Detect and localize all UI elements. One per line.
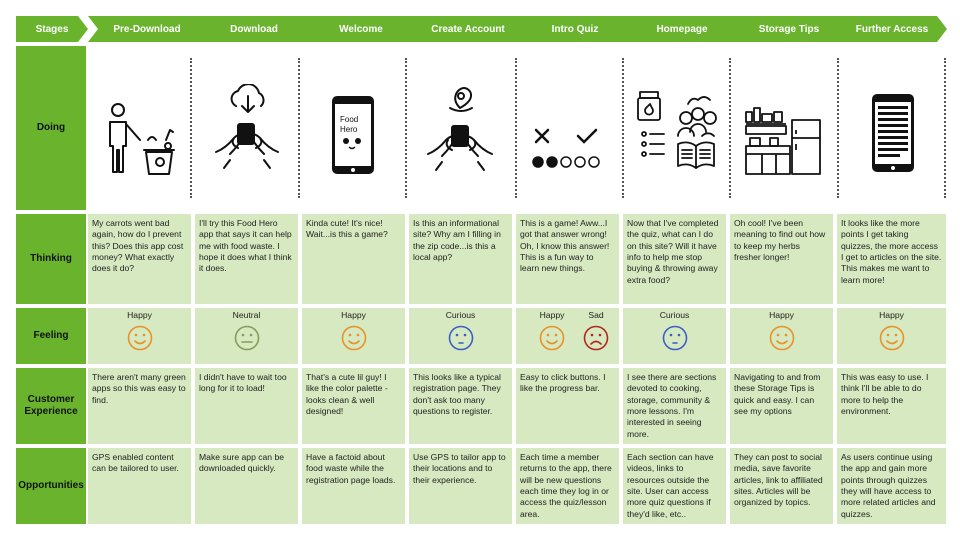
stage-intro-quiz: Intro Quiz — [516, 16, 634, 42]
feeling-cell — [837, 308, 946, 364]
stage-storage-tips: Storage Tips — [730, 16, 848, 42]
stage-download: Download — [195, 16, 313, 42]
divider — [515, 58, 517, 198]
experience-cell: Easy to click buttons. I like the progre… — [516, 368, 619, 444]
stages-header: Stages — [16, 16, 88, 42]
feeling-cell — [195, 308, 298, 364]
opportunity-cell: Make sure app can be downloaded quickly. — [195, 448, 298, 524]
opportunity-cell: Use GPS to tailor app to their locations… — [409, 448, 512, 524]
thinking-cell: My carrots went bad again, how do I prev… — [88, 214, 191, 304]
experience-cell: This was easy to use. I think I'll be ab… — [837, 368, 946, 444]
phone-download-icon — [215, 84, 279, 169]
opportunity-cell: Each time a member returns to the app, t… — [516, 448, 619, 524]
phone-location-icon — [427, 87, 493, 171]
thinking-cell: Kinda cute! It's nice! Wait...is this a … — [302, 214, 405, 304]
row-label-customer-experience: Customer Experience — [16, 368, 86, 444]
sad-face-icon — [583, 325, 609, 351]
divider — [622, 58, 624, 198]
thinking-cell: Oh cool! I've been meaning to find out h… — [730, 214, 833, 304]
row-label-feeling: Feeling — [16, 308, 86, 364]
kitchen-storage-icon — [745, 107, 821, 175]
feeling-cell — [623, 308, 726, 364]
happy-face-icon — [341, 325, 366, 351]
opportunity-cell: As users continue using the app and gain… — [837, 448, 946, 524]
feeling-cell — [409, 308, 512, 364]
person-discarding-food-icon — [109, 103, 175, 175]
feeling-label: Happy — [539, 310, 565, 320]
divider — [190, 58, 192, 198]
row-label-thinking: Thinking — [16, 214, 86, 304]
phone-article-icon — [872, 94, 914, 172]
happy-face-icon — [539, 325, 565, 351]
feeling-label: Happy — [127, 310, 152, 320]
feeling-cell — [302, 308, 405, 364]
happy-face-icon — [127, 325, 152, 351]
stage-create-account: Create Account — [409, 16, 527, 42]
happy-face-icon — [879, 325, 904, 351]
experience-cell: There aren't many green apps so this was… — [88, 368, 191, 444]
happy-face-icon — [769, 325, 794, 351]
feeling-cell — [88, 308, 191, 364]
phone-screen-food-text: Food — [340, 115, 358, 124]
thinking-cell: Is this an informational site? Why am I … — [409, 214, 512, 304]
experience-cell: I didn't have to wait too long for it to… — [195, 368, 298, 444]
thinking-cell: I'll try this Food Hero app that says it… — [195, 214, 298, 304]
feeling-label: Happy — [341, 310, 366, 320]
food-hero-phone-icon: Food Hero — [332, 96, 374, 174]
neutral-face-icon — [234, 325, 259, 351]
row-label-doing: Doing — [16, 46, 86, 210]
feeling-label: Sad — [588, 310, 604, 320]
experience-cell: Navigating to and from these Storage Tip… — [730, 368, 833, 444]
homepage-content-icon — [637, 91, 717, 169]
divider — [298, 58, 300, 198]
experience-cell: This looks like a typical registration p… — [409, 368, 512, 444]
feeling-label: Neutral — [232, 310, 261, 320]
divider — [405, 58, 407, 198]
divider — [729, 58, 731, 198]
divider — [837, 58, 839, 198]
feeling-label: Curious — [445, 310, 476, 320]
curious-face-icon — [662, 325, 687, 351]
experience-cell: That's a cute lil guy! I like the color … — [302, 368, 405, 444]
divider — [944, 58, 946, 198]
feeling-label: Happy — [769, 310, 794, 320]
opportunity-cell: They can post to social media, save favo… — [730, 448, 833, 524]
feeling-cell — [516, 308, 619, 364]
opportunity-cell: GPS enabled content can be tailored to u… — [88, 448, 191, 524]
stage-homepage: Homepage — [623, 16, 741, 42]
feeling-label: Happy — [879, 310, 904, 320]
opportunity-cell: Have a factoid about food waste while th… — [302, 448, 405, 524]
feeling-cell — [730, 308, 833, 364]
thinking-cell: This is a game! Aww...I got that answer … — [516, 214, 619, 304]
opportunity-cell: Each section can have videos, links to r… — [623, 448, 726, 524]
curious-face-icon — [448, 325, 473, 351]
stage-welcome: Welcome — [302, 16, 420, 42]
row-label-opportunities: Opportunities — [16, 448, 86, 524]
stage-further-access: Further Access — [837, 16, 947, 42]
stage-pre-download: Pre-Download — [88, 16, 206, 42]
experience-cell: I see there are sections devoted to cook… — [623, 368, 726, 444]
quiz-progress-icon — [532, 128, 600, 168]
feeling-label: Curious — [659, 310, 690, 320]
thinking-cell: It looks like the more points I get taki… — [837, 214, 946, 304]
thinking-cell: Now that I've completed the quiz, what c… — [623, 214, 726, 304]
phone-screen-hero-text: Hero — [340, 125, 358, 134]
